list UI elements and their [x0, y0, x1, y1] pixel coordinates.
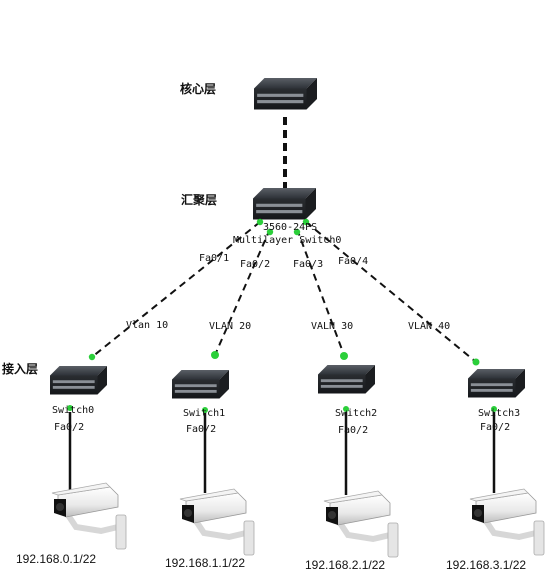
link-led	[472, 358, 480, 366]
link-led	[302, 218, 310, 226]
link-led	[202, 407, 208, 413]
trunk-port-label-4: Fa0/4	[338, 256, 369, 267]
security-camera-icon	[180, 489, 254, 555]
security-camera-icon	[470, 489, 544, 555]
switch1-icon	[172, 370, 229, 399]
vlan-label-3: VALN 30	[311, 321, 354, 332]
link-led	[67, 405, 73, 411]
trunk-link-2	[214, 228, 271, 356]
switch0-port: Fa0/2	[54, 422, 85, 433]
switch1-ip: 192.168.1.1/22	[165, 556, 246, 570]
vlan-label-1: Vlan 10	[126, 320, 169, 331]
link-led	[256, 218, 264, 226]
switch2-icon	[318, 365, 375, 394]
switch0-icon	[50, 366, 107, 395]
switch1-name: Switch1	[183, 408, 226, 419]
link-led	[293, 228, 301, 236]
link-led	[88, 353, 96, 361]
vlan-label-4: VLAN 40	[408, 321, 451, 332]
switch3-ip: 192.168.3.1/22	[446, 558, 527, 572]
link-led	[266, 228, 274, 236]
switch0-name: Switch0	[52, 405, 95, 416]
switch3-icon	[468, 369, 525, 398]
multilayer-switch-name: Multilayer Switch0	[233, 235, 342, 246]
aggregation-layer-label: 汇聚层	[181, 193, 218, 207]
trunk-port-label-1: Fa0/1	[199, 253, 230, 264]
trunk-port-label-3: Fa0/3	[293, 259, 324, 270]
core-switch-icon	[254, 78, 317, 110]
access-layer-label: 接入层	[2, 362, 39, 376]
switch2-ip: 192.168.2.1/22	[305, 558, 386, 572]
link-led	[491, 406, 497, 412]
switch2-port: Fa0/2	[338, 425, 369, 436]
multilayer-switch-icon	[253, 188, 316, 220]
switch3-port: Fa0/2	[480, 422, 511, 433]
link-led	[211, 351, 219, 359]
link-led	[343, 406, 349, 412]
core-layer-label: 核心层	[180, 82, 217, 96]
multilayer-switch-model: 3560-24PS	[263, 222, 318, 233]
switch3-name: Switch3	[478, 408, 521, 419]
switch0-ip: 192.168.0.1/22	[16, 552, 97, 566]
security-camera-icon	[324, 491, 398, 557]
trunk-link-4	[305, 221, 477, 363]
trunk-port-label-2: Fa0/2	[240, 259, 271, 270]
link-led	[340, 352, 348, 360]
switch2-name: Switch2	[335, 408, 378, 419]
trunk-link-3	[296, 228, 345, 356]
security-camera-icon	[52, 483, 126, 549]
switch1-port: Fa0/2	[186, 424, 217, 435]
vlan-label-2: VLAN 20	[209, 321, 252, 332]
